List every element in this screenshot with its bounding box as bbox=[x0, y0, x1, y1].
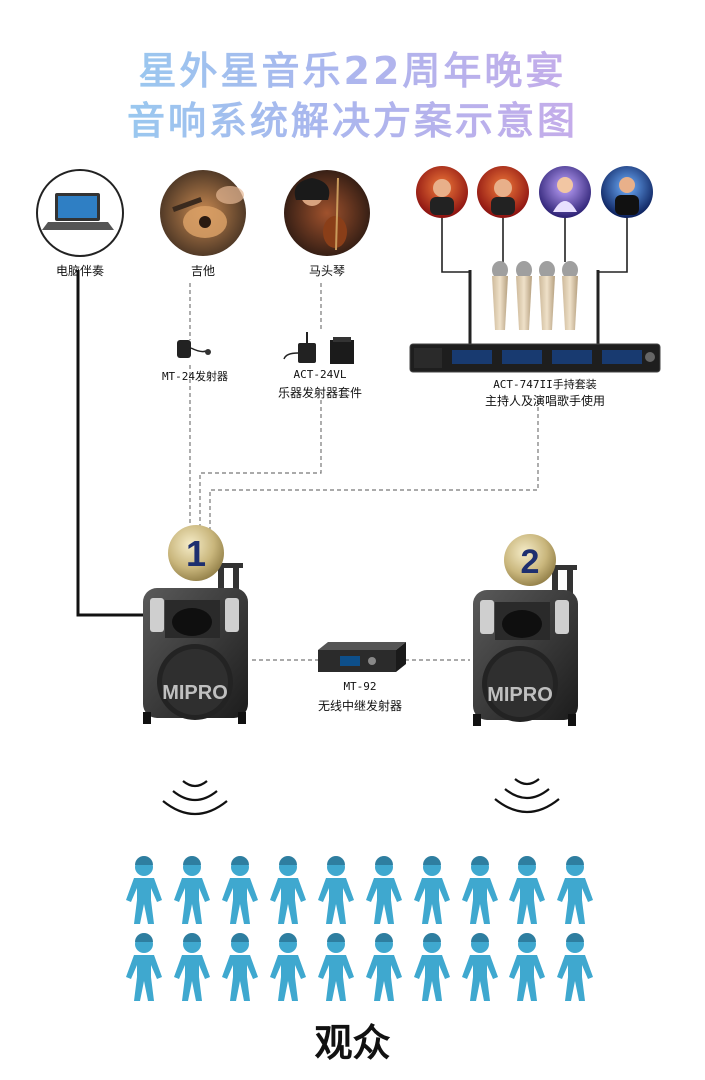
person-icon bbox=[462, 856, 498, 924]
host-singer-photos bbox=[416, 166, 653, 218]
person-icon bbox=[509, 856, 545, 924]
person-icon bbox=[270, 856, 306, 924]
act747-desc-label: 主持人及演唱歌手使用 bbox=[484, 394, 605, 408]
person-icon bbox=[509, 933, 545, 1001]
microphone-icon bbox=[492, 261, 508, 330]
speaker-brand: MIPRO bbox=[162, 682, 228, 704]
guitar-source bbox=[160, 170, 246, 256]
speaker-2-badge: 2 bbox=[504, 534, 556, 586]
mt92-transmitter bbox=[318, 642, 406, 672]
person-icon bbox=[366, 856, 402, 924]
person-icon bbox=[414, 856, 450, 924]
microphone-icon bbox=[539, 261, 555, 330]
person-icon bbox=[222, 856, 258, 924]
morin-khuur-source bbox=[284, 170, 370, 256]
person-icon bbox=[318, 856, 354, 924]
act24vl-desc-label: 乐器发射器套件 bbox=[277, 386, 362, 400]
mt92-model-label: MT-92 bbox=[343, 680, 377, 693]
person-icon bbox=[557, 856, 593, 924]
person-icon bbox=[414, 933, 450, 1001]
mt24-label: MT-24发射器 bbox=[161, 370, 229, 383]
mt92-desc-label: 无线中继发射器 bbox=[317, 699, 402, 713]
handheld-mics bbox=[492, 261, 578, 330]
sound-wave-icon bbox=[162, 780, 228, 815]
speaker-1: MIPRO bbox=[143, 563, 248, 724]
person-icon bbox=[174, 933, 210, 1001]
laptop-cable bbox=[76, 270, 150, 617]
microphone-icon bbox=[562, 261, 578, 330]
person-icon bbox=[270, 933, 306, 1001]
act747-model-label: ACT-747II手持套装 bbox=[493, 378, 597, 391]
laptop-source bbox=[36, 169, 124, 257]
person-icon bbox=[318, 933, 354, 1001]
singer-connectors bbox=[441, 218, 628, 273]
person-icon bbox=[126, 856, 162, 924]
guitar-label: 吉他 bbox=[190, 264, 215, 278]
wireless-links bbox=[189, 283, 539, 661]
speaker-brand: MIPRO bbox=[487, 684, 553, 706]
laptop-label: 电脑伴奏 bbox=[55, 264, 104, 278]
person-icon bbox=[557, 933, 593, 1001]
audience-label: 观众 bbox=[314, 1021, 391, 1065]
sound-wave-icon bbox=[494, 778, 560, 813]
person-icon bbox=[222, 933, 258, 1001]
speaker-1-badge: 1 bbox=[168, 525, 224, 581]
person-icon bbox=[174, 856, 210, 924]
act24vl-model-label: ACT-24VL bbox=[293, 368, 347, 381]
audience bbox=[126, 856, 593, 1001]
mt24-transmitter bbox=[177, 340, 211, 358]
act24vl-kit bbox=[283, 332, 354, 364]
morin-khuur-label: 马头琴 bbox=[308, 264, 345, 278]
act747-receiver bbox=[409, 270, 661, 373]
person-icon bbox=[462, 933, 498, 1001]
speaker-2: MIPRO bbox=[473, 565, 578, 726]
person-icon bbox=[366, 933, 402, 1001]
microphone-icon bbox=[516, 261, 532, 330]
title-line-2: 音响系统解决方案示意图 bbox=[0, 90, 705, 145]
title-line-1: 星外星音乐22周年晚宴 bbox=[0, 40, 705, 95]
speaker-number: 1 bbox=[186, 533, 206, 574]
speaker-number: 2 bbox=[521, 543, 540, 581]
person-icon bbox=[126, 933, 162, 1001]
